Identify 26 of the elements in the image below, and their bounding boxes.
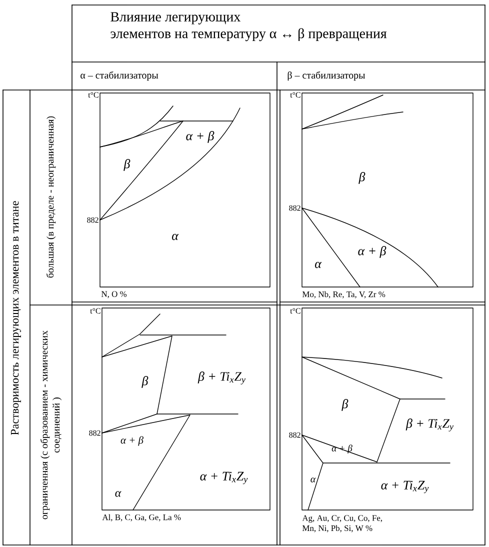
phase-label: β [142, 376, 148, 388]
axis-label: Al, B, C, Ga, Ge, La % [102, 514, 181, 522]
phase-label: α + β [358, 246, 386, 258]
phase-label: α + β [186, 131, 214, 143]
phase-label: α [315, 262, 322, 268]
phase-label: β [124, 159, 130, 171]
phase-label: β [342, 399, 348, 411]
phase-label: α + Ti$_{x}$Z$_{y}$ [200, 472, 248, 484]
row-header: ограниченная (с образованием - химических соединений ) [40, 330, 62, 520]
row-header: большая (в пределе - неограниченная) [46, 116, 56, 278]
axis-label: Mo, Nb, Re, Ta, V, Zr % [302, 291, 386, 298]
phase-label: α + Ti$_{x}$Z$_{y}$ [381, 480, 429, 494]
phase-label: α + β [120, 436, 144, 446]
column-header: α – стабилизаторы [80, 71, 158, 81]
axis-label: N, O % [101, 291, 127, 298]
phase-label: β [358, 172, 366, 184]
table-header: Влияние легирующих элементов на температуру α ↔ β превращения [110, 12, 387, 42]
phase-label: α + β [332, 444, 352, 454]
phase-label: α [172, 234, 179, 240]
column-header: β – стабилизаторы [288, 71, 366, 81]
phase-label: β + Ti$_{x}$Z$_{y}$ [198, 372, 246, 384]
phase-label: α [115, 491, 122, 497]
axis-label: Ag, Au, Cr, Cu, Co, Fe, Mn, Ni, Pb, Si, W % [302, 515, 382, 532]
phase-label: β + Ti$_{x}$Z$_{y}$ [406, 418, 454, 432]
row-header: Растворимость легирующих элементов в титане [11, 201, 21, 435]
phase-label: α [310, 478, 316, 482]
